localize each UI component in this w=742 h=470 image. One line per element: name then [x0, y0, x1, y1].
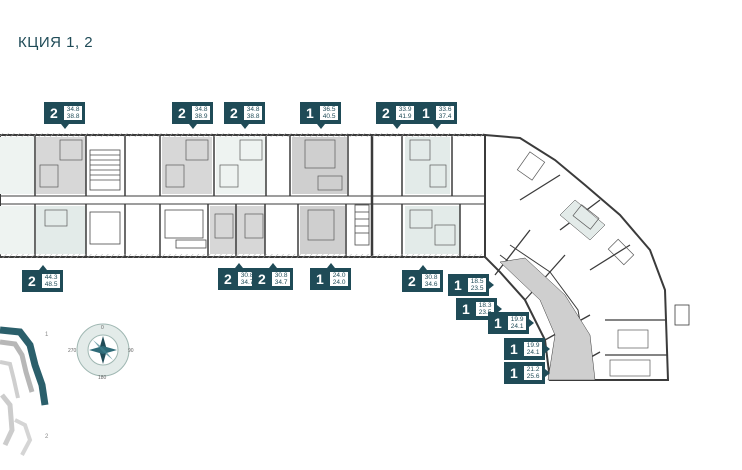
compass-labels: 0 90 180 270 [68, 325, 134, 381]
compass-label-180: 180 [98, 375, 107, 381]
compass-label-0: 0 [101, 325, 104, 331]
straight-wing [0, 133, 486, 258]
compass-widget [76, 323, 130, 377]
minimap-section-2: 2 [45, 434, 49, 440]
compass-label-270: 270 [68, 348, 77, 354]
site-minimap [0, 326, 49, 456]
minimap-section-1: 1 [45, 332, 49, 338]
compass-label-90: 90 [128, 348, 134, 354]
section-title: КЦИЯ 1, 2 [18, 34, 94, 51]
curved-wing [484, 133, 690, 381]
